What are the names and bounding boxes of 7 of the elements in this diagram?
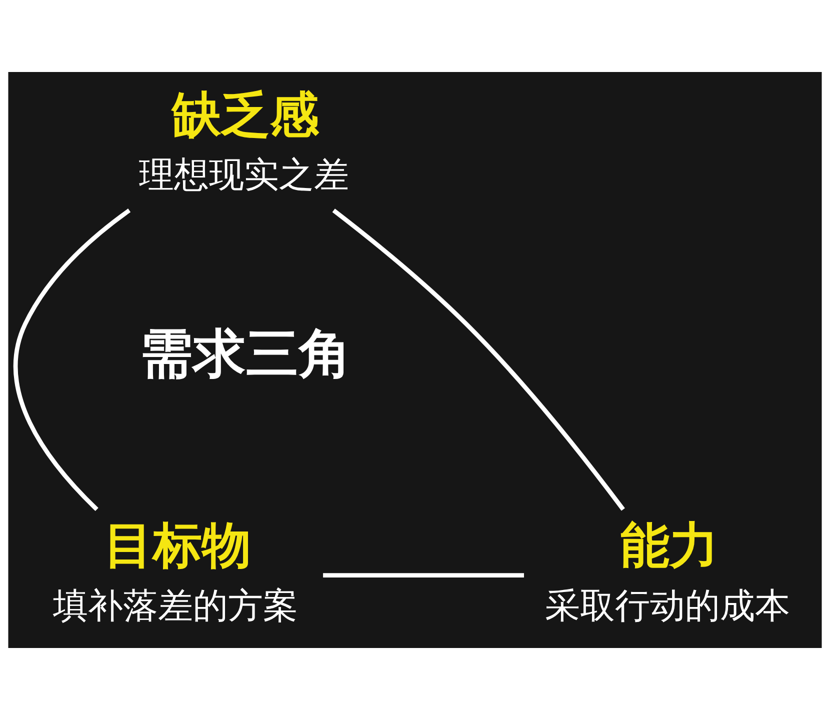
- connector: [323, 573, 524, 578]
- connector: [332, 208, 625, 511]
- label: 需求三角: [140, 323, 352, 384]
- node-text: 缺乏感 理想现实之差: [138, 85, 349, 196]
- node-text: 能力 采取行动的成本: [545, 516, 790, 626]
- node-text: 目标物 填补落差的方案: [53, 516, 298, 626]
- connector: [14, 208, 131, 512]
